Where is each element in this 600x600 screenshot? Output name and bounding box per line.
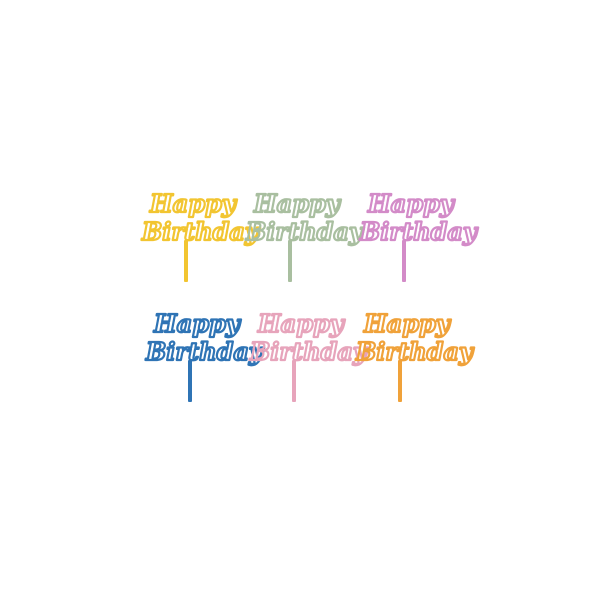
topper-line-happy: Happy: [363, 309, 452, 338]
topper-line-birthday: Birthday: [359, 217, 479, 246]
topper-line-happy: Happy: [257, 309, 346, 338]
cake-topper-blue-graphic: Happy Birthday: [144, 308, 266, 402]
topper-line-birthday: Birthday: [355, 337, 475, 366]
topper-line-birthday: Birthday: [245, 217, 365, 246]
topper-line-birthday: Birthday: [141, 217, 261, 246]
cake-topper-pink-graphic: Happy Birthday: [248, 308, 370, 402]
cake-topper-yellow: Happy Birthday: [140, 188, 262, 288]
cake-topper-sage-graphic: Happy Birthday: [244, 188, 366, 282]
cake-topper-lilac-graphic: Happy Birthday: [358, 188, 480, 282]
topper-stick: [402, 240, 406, 282]
cake-topper-pink: Happy Birthday: [248, 308, 370, 408]
topper-stick: [188, 360, 192, 402]
topper-stick: [184, 240, 188, 282]
topper-stick: [398, 360, 402, 402]
topper-line-happy: Happy: [253, 189, 342, 218]
cake-topper-yellow-graphic: Happy Birthday: [140, 188, 262, 282]
topper-line-happy: Happy: [367, 189, 456, 218]
cake-topper-orange-graphic: Happy Birthday: [354, 308, 476, 402]
topper-stick: [288, 240, 292, 282]
topper-line-birthday: Birthday: [145, 337, 265, 366]
cake-topper-blue: Happy Birthday: [144, 308, 266, 408]
topper-line-happy: Happy: [149, 189, 238, 218]
cake-topper-lilac: Happy Birthday: [358, 188, 480, 288]
topper-line-happy: Happy: [153, 309, 242, 338]
cake-topper-sage: Happy Birthday: [244, 188, 366, 288]
topper-stick: [292, 360, 296, 402]
topper-line-birthday: Birthday: [249, 337, 369, 366]
cake-topper-orange: Happy Birthday: [354, 308, 476, 408]
